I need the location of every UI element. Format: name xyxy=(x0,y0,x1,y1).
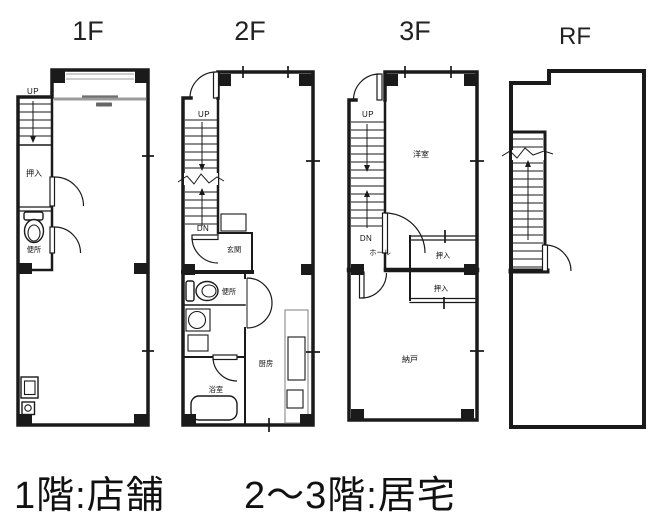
roof-door-leaf-rf xyxy=(541,244,549,272)
floor-label-2f: 2F xyxy=(234,16,266,46)
hall-door-arc-3f xyxy=(384,212,426,254)
entry-door-arc-2f xyxy=(189,71,217,99)
room-label-western-3f: 洋室 xyxy=(413,149,429,159)
closet-door-leaf-1f xyxy=(49,176,56,207)
room-label-closet-upper-3f: 押入 xyxy=(436,251,450,260)
stair-down-label-2f: DN xyxy=(197,224,209,233)
stair-break-mask-rf xyxy=(512,150,544,160)
stairs-1f xyxy=(19,103,51,137)
stair-up-label-1f: UP xyxy=(27,87,39,96)
floor-plan-1f: 1F UP xyxy=(16,16,154,427)
bath-door-leaf-2f xyxy=(212,354,238,361)
toilet-icon-1f xyxy=(23,211,45,244)
stair-down-label-3f: DN xyxy=(360,234,372,243)
toilet-door-arc-1f xyxy=(54,226,82,254)
floor-label-rf: RF xyxy=(559,23,591,50)
caption-floors2to3-use: 2〜3階:居宅 xyxy=(244,475,456,517)
roof-door-arc-rf xyxy=(544,244,572,272)
bathtub-icon-2f xyxy=(190,395,238,421)
closet-walls-3f xyxy=(409,235,478,304)
stair-break-rf xyxy=(501,147,554,159)
floor-label-1f: 1F xyxy=(72,16,104,46)
stair-break-2f xyxy=(177,173,225,185)
storage-door-arc-3f xyxy=(361,272,388,299)
room-label-toilet-2f: 便所 xyxy=(222,287,236,296)
bath-door-arc-2f xyxy=(212,356,238,382)
closet-door-arc-1f xyxy=(54,176,85,207)
closet-wall-1f xyxy=(17,206,53,212)
stair-arrow-down-3f xyxy=(364,165,370,172)
columns-3f xyxy=(351,74,477,420)
caption-floor1-use: 1階:店舗 xyxy=(14,475,165,517)
room-label-closet-1f: 押入 xyxy=(26,168,42,178)
outer-wall-3f xyxy=(347,70,479,422)
outer-wall-rf xyxy=(509,69,646,429)
room-label-hall-3f: ホール xyxy=(369,248,391,257)
genkan-door-arc-2f xyxy=(191,236,219,264)
toilet-door-leaf-1f xyxy=(49,226,56,254)
window-ticks-2f xyxy=(242,66,320,432)
room-label-entrance-2f: 玄関 xyxy=(227,245,241,254)
room-label-kitchen-2f: 厨房 xyxy=(259,359,273,368)
stair-arrow-up-rf xyxy=(525,160,531,167)
sink-icon-1f xyxy=(20,376,39,416)
stairs-3f xyxy=(351,121,385,227)
entry-door-arc-3f xyxy=(352,73,380,101)
entry-door-leaf-2f xyxy=(212,71,220,99)
double-door-arcs-2f xyxy=(246,277,273,329)
stair-up-label-2f: UP xyxy=(198,110,210,119)
window-ticks-3f xyxy=(404,66,484,352)
columns-2f xyxy=(183,74,313,425)
storefront-note xyxy=(96,102,112,107)
room-label-storage-3f: 納戸 xyxy=(402,354,418,364)
floor-plan-2f: 2F UP DN 玄関 便所 xyxy=(177,16,320,432)
genkan-door-leaf-2f xyxy=(191,234,219,241)
toilet-icon-2f xyxy=(185,280,219,302)
room-label-toilet-1f: 便所 xyxy=(27,245,41,254)
floor-plan-rf: RF xyxy=(501,23,646,429)
room-label-closet-lower-3f: 押入 xyxy=(434,284,448,293)
window-ticks-1f xyxy=(142,155,154,352)
closet-ticks-3f xyxy=(443,230,446,309)
floor-plan-3f: 3F UP DN ホール 押入 押入 洋室 納戸 xyxy=(346,16,484,422)
floor-label-3f: 3F xyxy=(399,16,431,46)
window-band-1f xyxy=(66,73,134,80)
stair-arrow-1f xyxy=(30,136,36,143)
stair-up-label-3f: UP xyxy=(362,110,374,119)
storage-door-leaf-3f xyxy=(358,271,365,299)
kitchen-counter-icon-2f xyxy=(284,309,309,424)
entry-door-leaf-3f xyxy=(376,73,383,101)
hall-door-leaf-3f xyxy=(381,212,389,254)
shoe-cabinet-2f xyxy=(220,213,247,232)
stair-arrow-up-2f xyxy=(199,188,205,195)
stair-arrow-up-3f xyxy=(364,190,370,197)
floorplan-drawing: 1F UP xyxy=(16,16,646,432)
genkan-walls-2f xyxy=(217,232,253,273)
columns-1f xyxy=(18,70,148,425)
room-label-bath-2f: 浴室 xyxy=(209,385,223,394)
stair-arrow-down-2f xyxy=(199,164,205,171)
washbasin-icon-2f xyxy=(185,308,211,352)
